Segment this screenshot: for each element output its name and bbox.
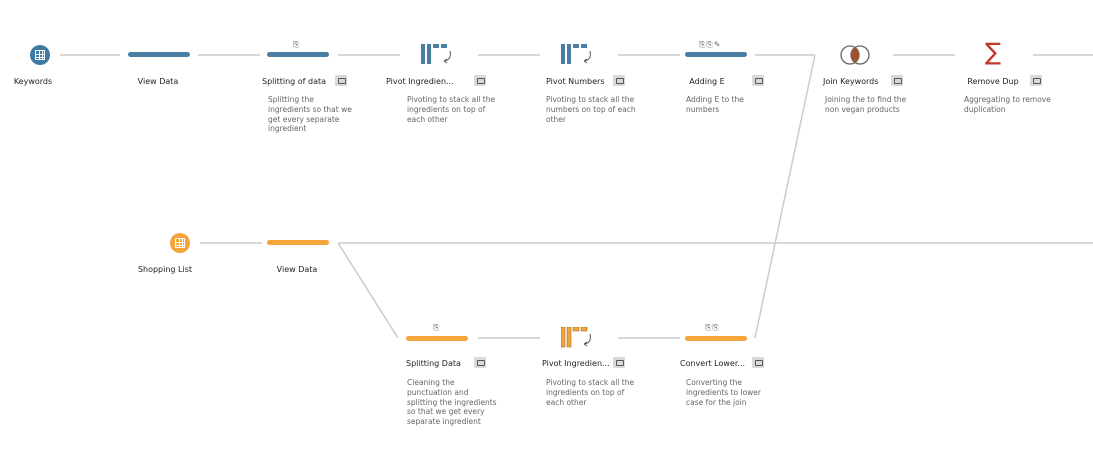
shopping-list-input-node[interactable]	[170, 233, 190, 253]
clean-icon: ⎘⎘	[705, 323, 720, 332]
join-keywords-desc: Joining the to find the non vegan produc…	[825, 95, 907, 114]
join-keywords-label: Join Keywords	[823, 77, 879, 86]
join-icon	[840, 45, 870, 65]
remove-dup-desc: Aggregating to remove duplication	[964, 95, 1051, 114]
clean-icon: ⎘	[293, 40, 301, 49]
table-icon	[35, 50, 45, 60]
keywords-input-node[interactable]	[30, 45, 50, 65]
aggregate-sigma-icon: ∑	[985, 38, 1002, 66]
convert-lower-desc: Converting the ingredients to lower case…	[686, 378, 761, 407]
splitting-of-data-desc: Splitting the ingredients so that we get…	[268, 95, 352, 134]
pivot-numbers-desc: Pivoting to stack all the numbers on top…	[546, 95, 636, 124]
pivot-icon	[421, 44, 451, 64]
view-data-mid-label: View Data	[276, 265, 318, 274]
clean-icon: ⎘	[433, 323, 441, 332]
comment-icon[interactable]	[752, 357, 764, 368]
keywords-input-label: Keywords	[13, 77, 53, 86]
convert-lower-label: Convert Lower...	[680, 359, 746, 368]
table-icon	[175, 238, 185, 248]
comment-icon[interactable]	[752, 75, 764, 86]
splitting-of-data-node[interactable]	[267, 52, 329, 57]
comment-icon[interactable]	[613, 75, 625, 86]
comment-icon[interactable]	[474, 357, 486, 368]
view-data-top-node[interactable]	[128, 52, 190, 57]
adding-e-node[interactable]	[685, 52, 747, 57]
splitting-data-label: Splitting Data	[406, 359, 461, 368]
splitting-of-data-label: Splitting of data	[262, 77, 327, 86]
pivot-numbers-label: Pivot Numbers	[546, 77, 605, 86]
remove-dup-label: Remove Dup	[967, 77, 1019, 86]
shopping-list-input-label: Shopping List	[137, 265, 193, 274]
pivot-ingredients-top-desc: Pivoting to stack all the ingredients on…	[407, 95, 496, 124]
adding-e-desc: Adding E to the numbers	[686, 95, 744, 114]
comment-icon[interactable]	[1030, 75, 1042, 86]
comment-icon[interactable]	[335, 75, 347, 86]
comment-icon[interactable]	[613, 357, 625, 368]
comment-icon[interactable]	[474, 75, 486, 86]
pivot-icon	[561, 327, 591, 348]
pivot-ingredients-bottom-label: Pivot Ingredien...	[542, 359, 610, 368]
clean-icon: ⎘⎘✎	[699, 40, 722, 49]
convert-lower-node[interactable]	[685, 336, 747, 341]
pivot-ingredients-top-label: Pivot Ingredien...	[386, 77, 454, 86]
comment-icon[interactable]	[891, 75, 903, 86]
view-data-mid-node[interactable]	[267, 240, 329, 245]
splitting-data-desc: Cleaning the punctuation and splitting t…	[407, 378, 497, 427]
adding-e-label: Adding E	[689, 77, 725, 86]
splitting-data-node[interactable]	[406, 336, 468, 341]
view-data-top-label: View Data	[137, 77, 179, 86]
pivot-icon	[561, 44, 591, 64]
pivot-ingredients-bottom-desc: Pivoting to stack all the ingredients on…	[546, 378, 635, 407]
